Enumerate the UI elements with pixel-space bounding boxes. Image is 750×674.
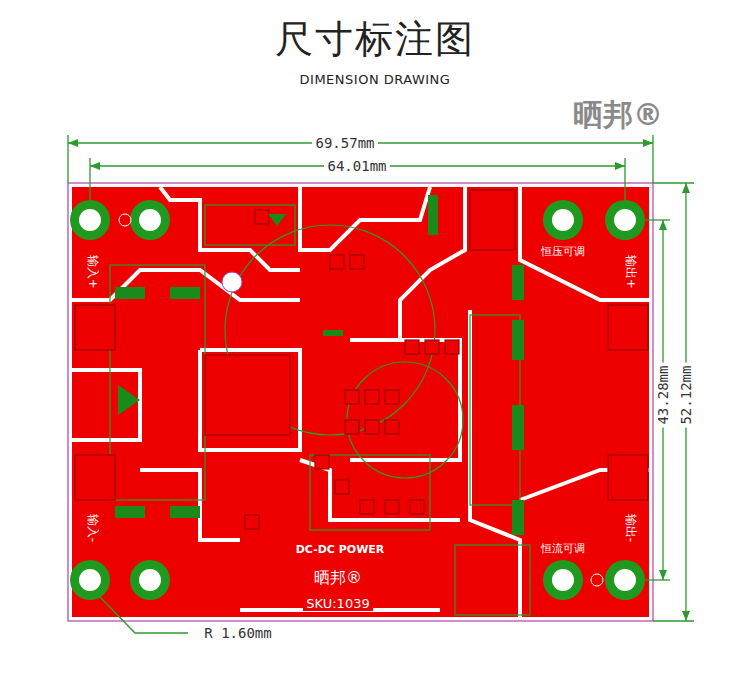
- subtitle: DIMENSION DRAWING: [300, 73, 451, 88]
- silkscreen-logo: 晒邦®: [311, 569, 365, 587]
- brand-logo: 晒邦®: [573, 98, 663, 133]
- silkscreen-label: DC-DC POWER: [293, 544, 388, 557]
- dimension-lines: [68, 135, 694, 633]
- dimension-label: 52.12mm: [679, 362, 695, 427]
- component-outlines: [110, 205, 530, 615]
- silkscreen-label: 恒压可调: [538, 246, 588, 259]
- radius-label: R 1.60mm: [201, 625, 274, 641]
- smd-pads: [75, 190, 648, 529]
- silkscreen-label: 输出+: [623, 252, 637, 292]
- dimension-label: 64.01mm: [324, 158, 389, 174]
- silkscreen-label: 恒流可调: [538, 543, 588, 556]
- silkscreen-label: 输入-: [85, 511, 99, 545]
- component-marks: [115, 195, 524, 535]
- dimension-label: 69.57mm: [312, 135, 377, 151]
- terminal-holes: [70, 200, 645, 600]
- dimension-label: 43.28mm: [656, 362, 672, 427]
- board-outline: [68, 183, 653, 621]
- silkscreen-label: 输出-: [623, 511, 637, 545]
- isolation-gaps: [72, 187, 649, 617]
- mounting-hole: [222, 272, 242, 292]
- copper-pour: [72, 187, 649, 617]
- silkscreen-sku: SKU:1039: [303, 597, 372, 612]
- page-title: 尺寸标注图: [275, 18, 475, 62]
- silkscreen-label: 输入+: [85, 252, 99, 292]
